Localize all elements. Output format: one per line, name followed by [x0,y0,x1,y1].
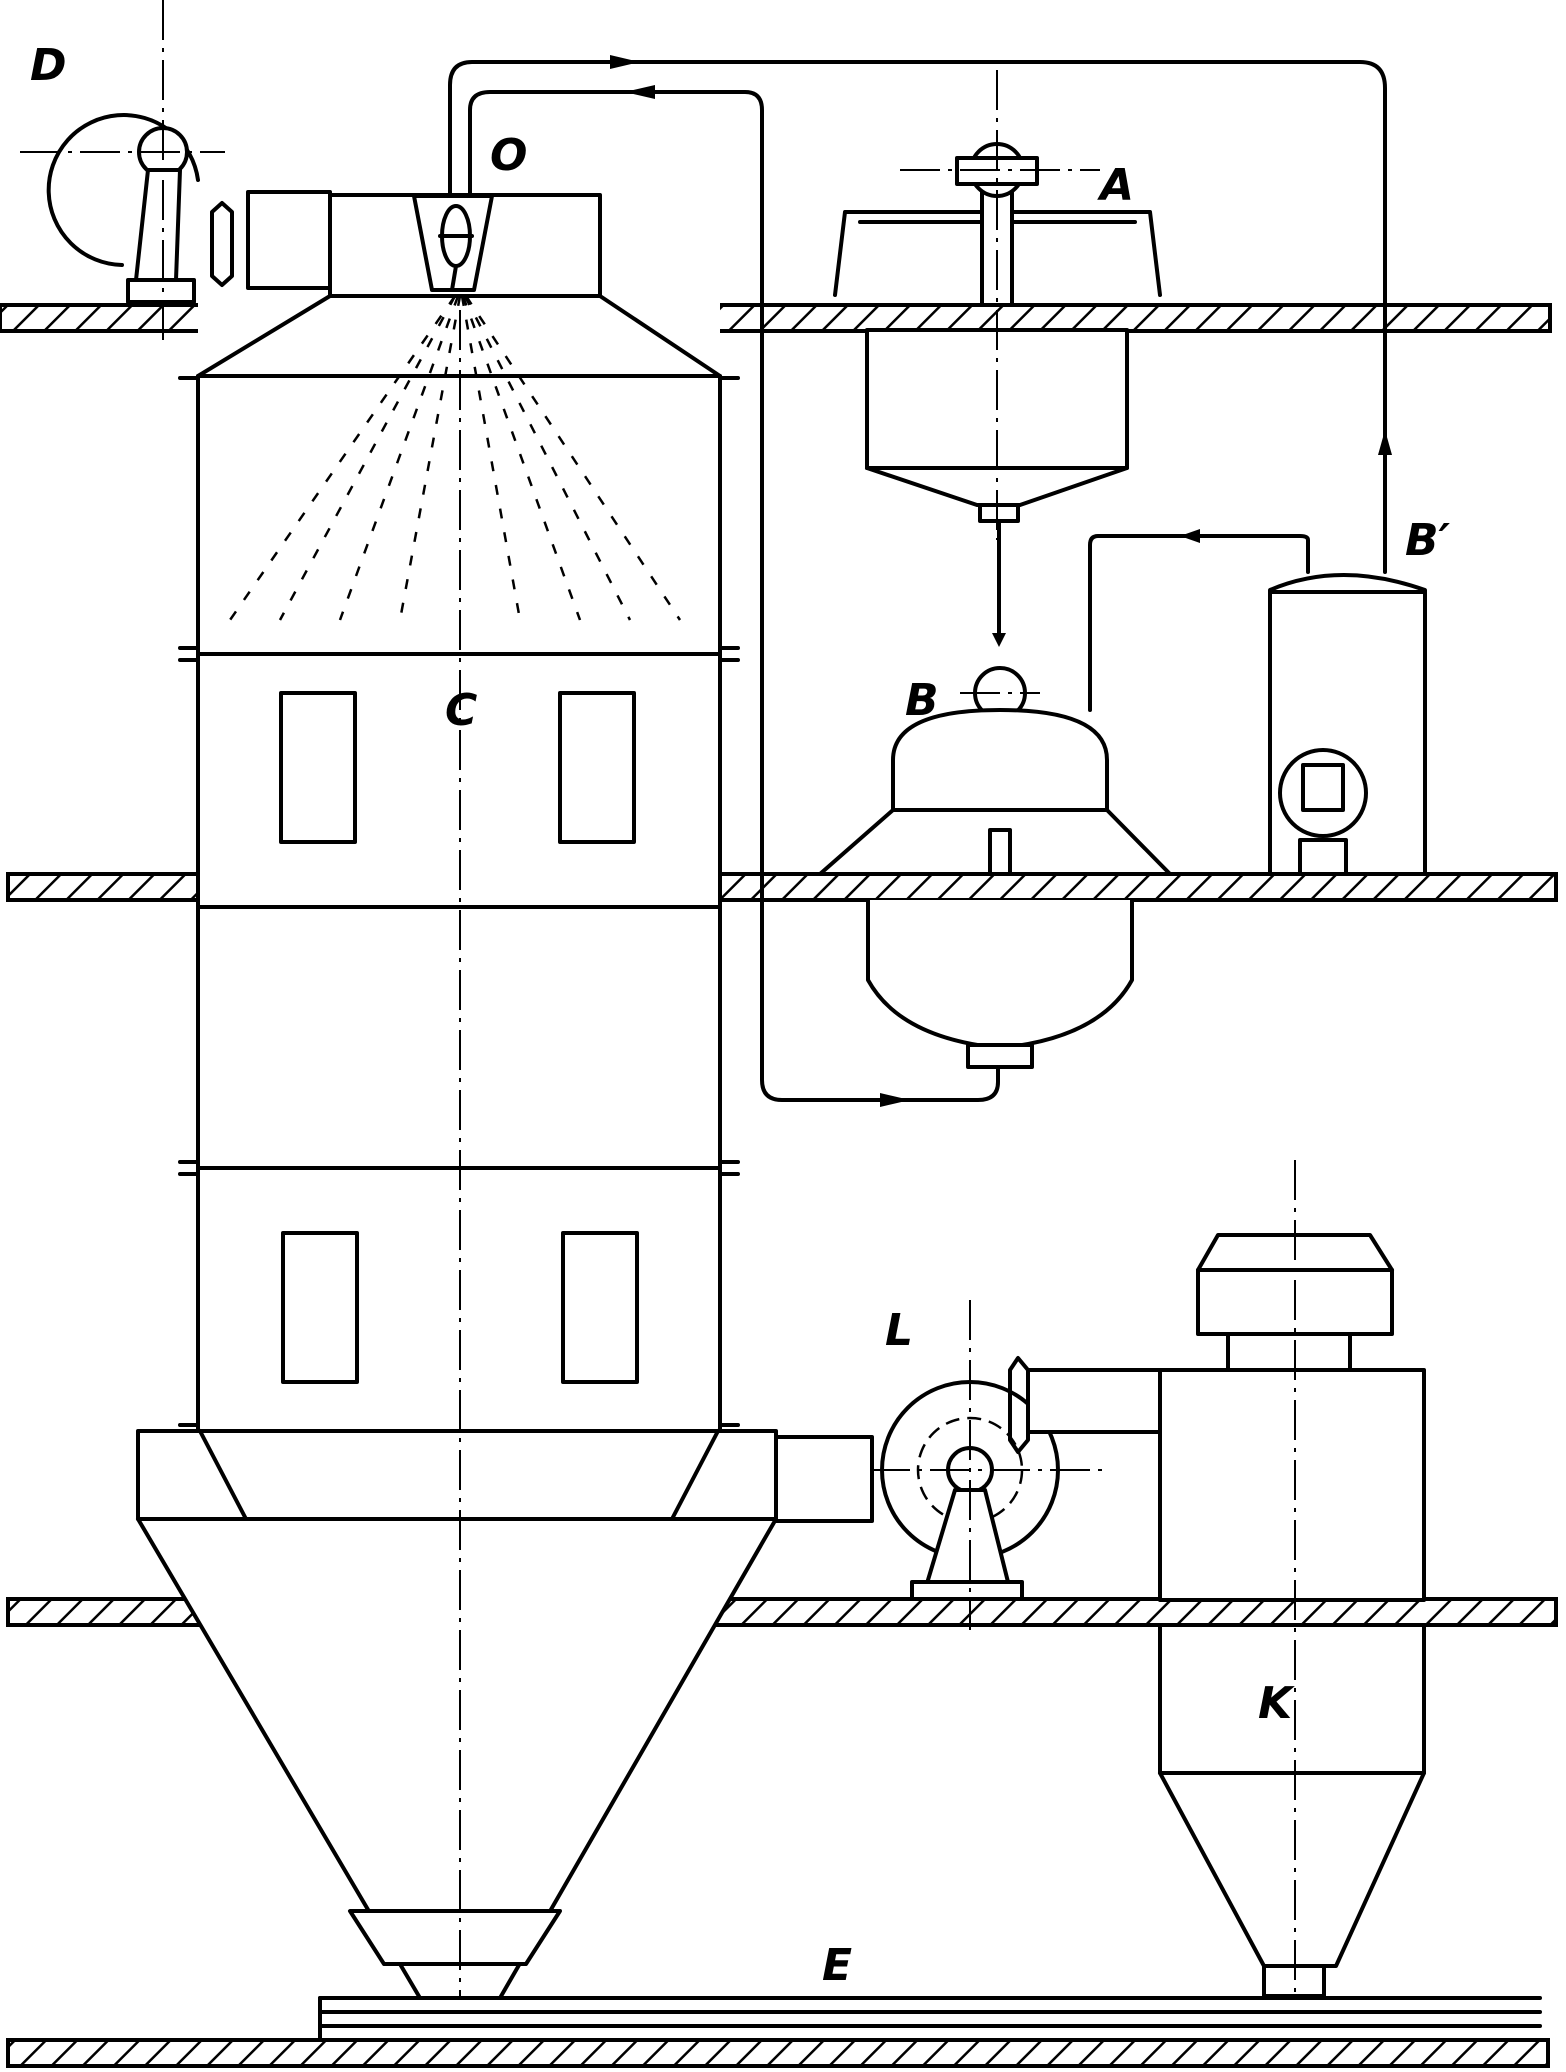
component-labels: D O A B′ B C L K E [30,40,1451,1991]
feed-tank-A [833,70,1162,647]
pressure-vessel-B-prime [1088,529,1427,876]
tower-window [558,691,636,844]
drying-tower-C [136,294,778,2000]
nozzle-O [438,204,474,292]
label-L: L [885,1305,913,1356]
cyclone-K [1158,1160,1426,1998]
pipe-from-B-prime [448,60,1387,574]
label-O: O [490,130,527,181]
label-A: A [1097,160,1134,211]
label-K: K [1258,1678,1295,1729]
tower-window [281,1231,359,1384]
floor-slab-ground [6,2038,1550,2068]
tower-hopper-cone [136,1517,778,2000]
label-C: C [445,685,477,736]
feed-pipes [448,55,1392,1107]
conveyor-E [318,1996,1542,2042]
label-E: E [822,1940,852,1991]
vessel-B [818,666,1172,1069]
tower-outlet [348,1909,562,1966]
tower-window [279,691,357,844]
air-duct [210,190,602,298]
pipe-return-loop [468,90,1000,1102]
tower-window [561,1231,639,1384]
spray-pattern [228,295,682,621]
tower-collar [136,1429,778,1521]
label-D: D [30,40,67,91]
supply-fan-D [20,0,225,345]
label-B-prime: B′ [1405,515,1451,566]
label-B: B [905,675,939,726]
